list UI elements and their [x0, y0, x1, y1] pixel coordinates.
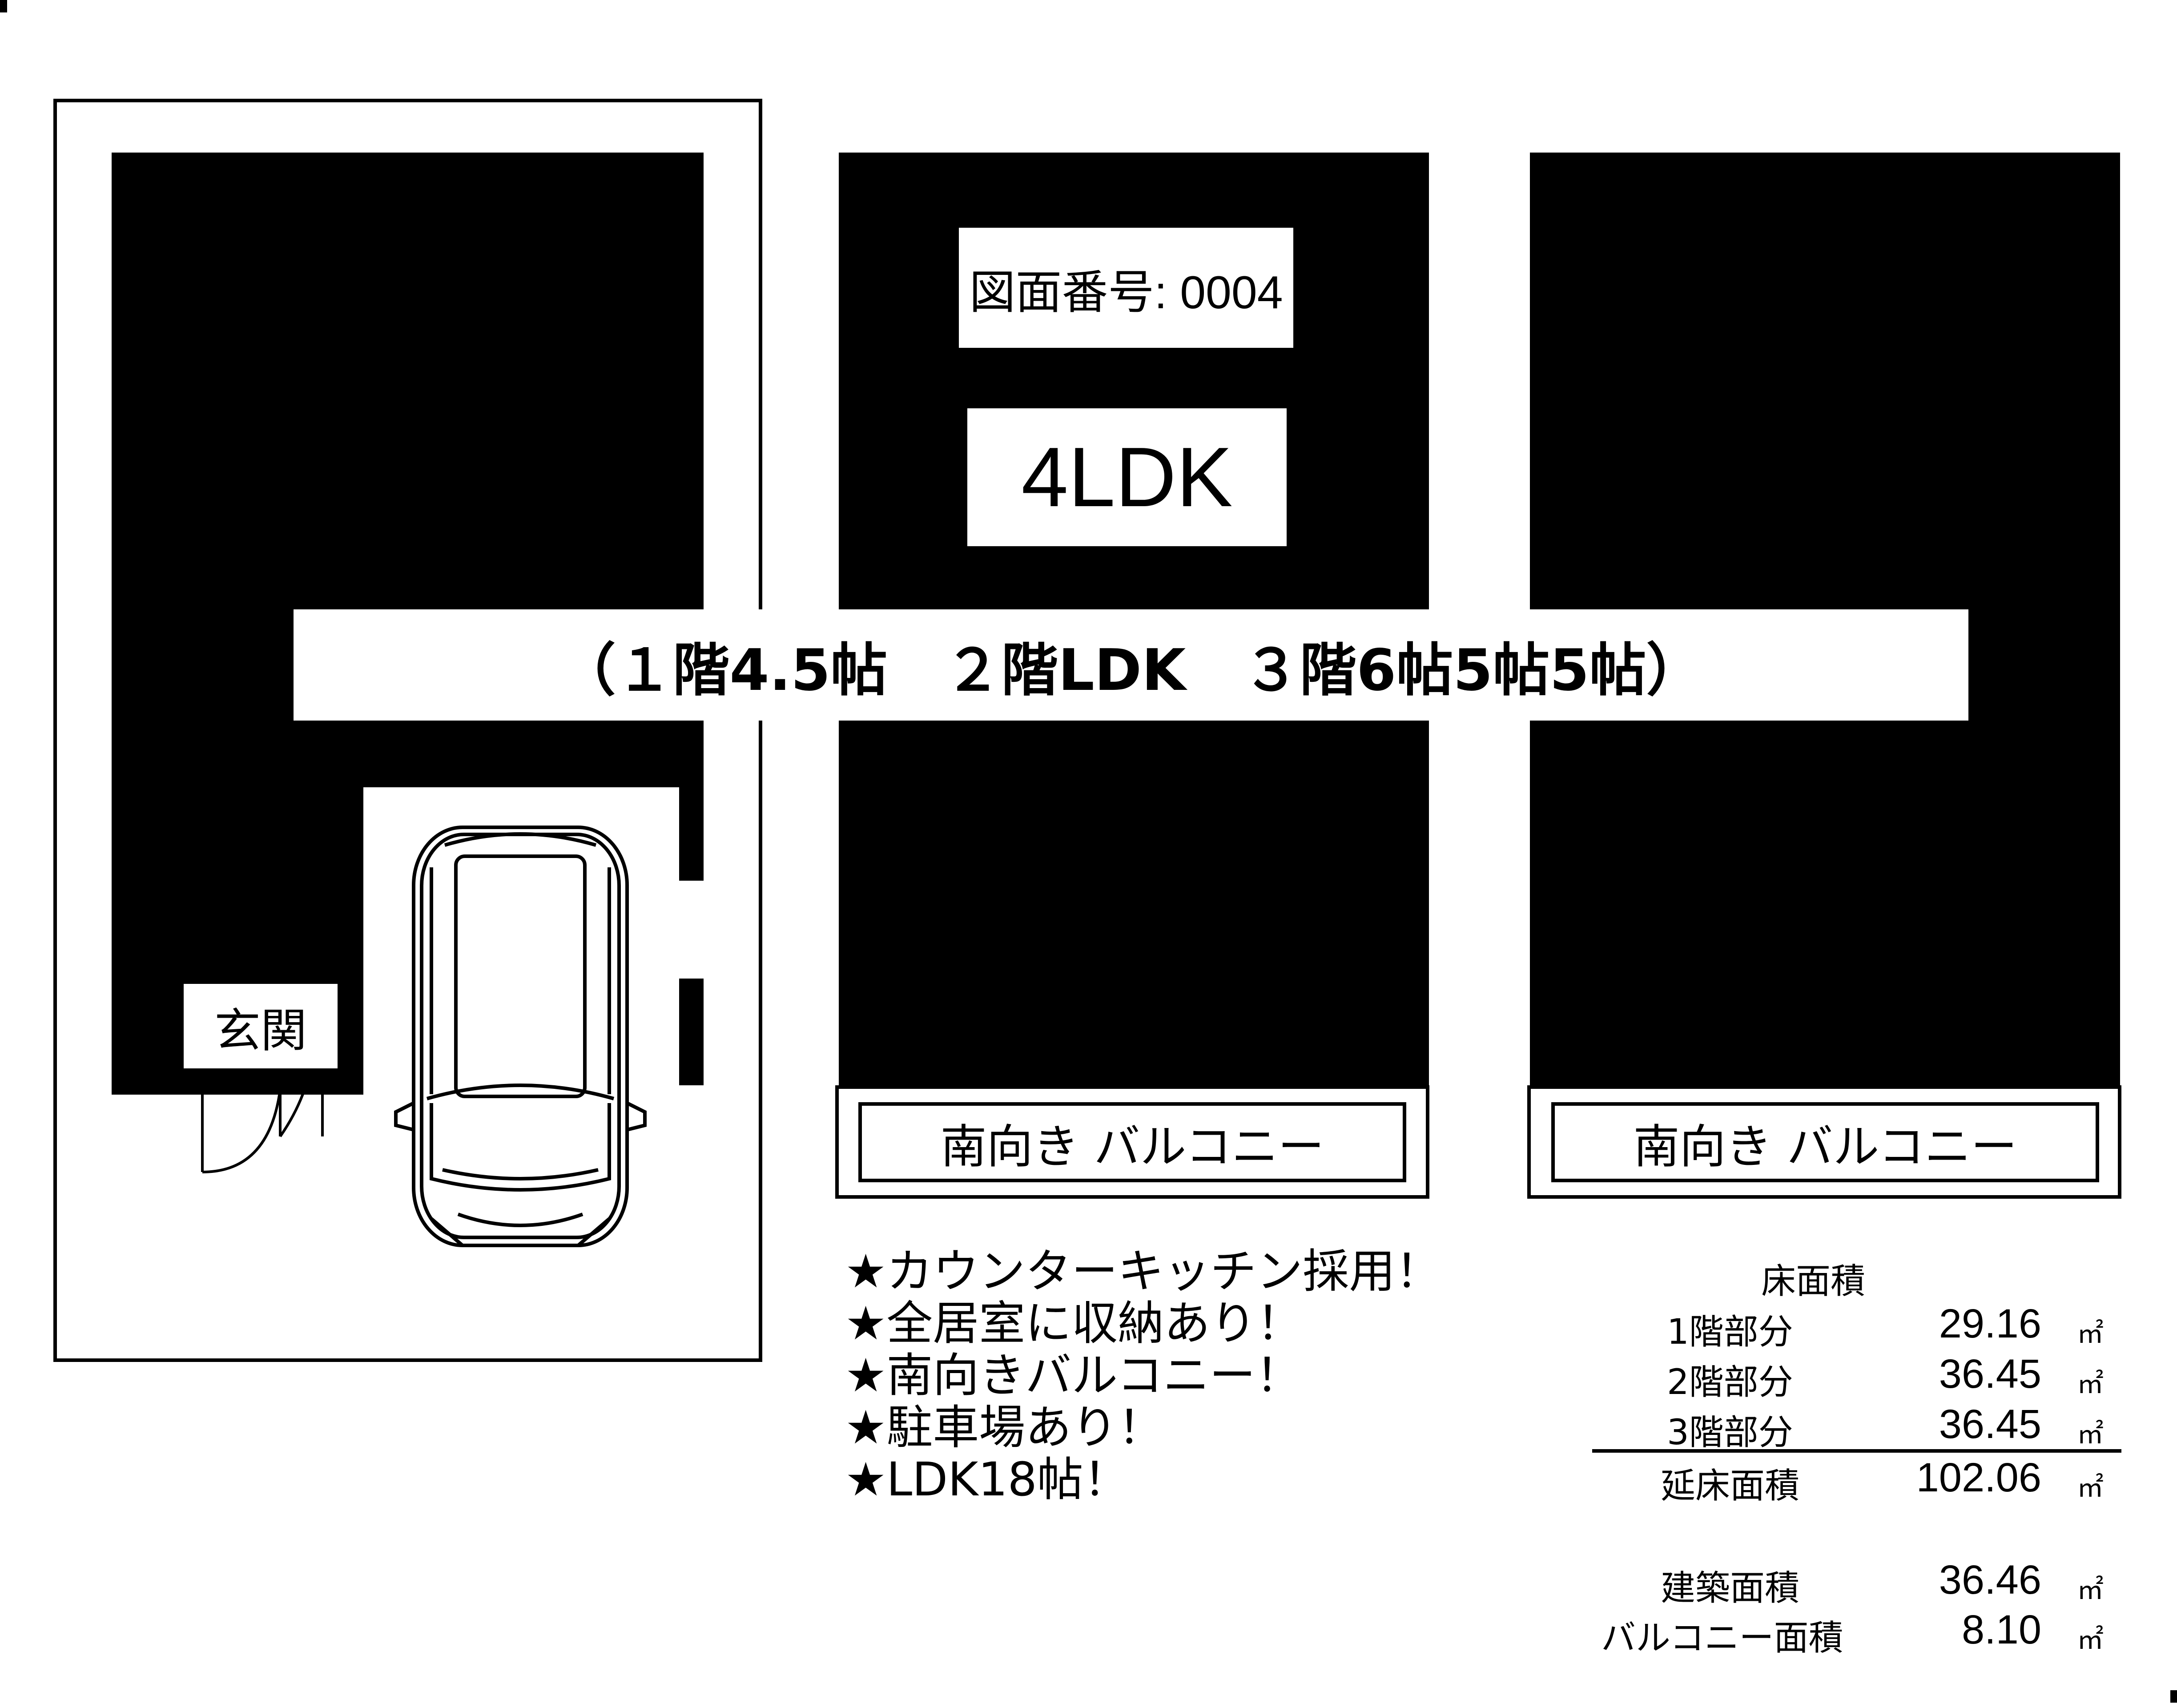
area-unit: ㎡	[2077, 1575, 2104, 1606]
area-value: 102.06	[1916, 1455, 2041, 1500]
feature-item: ★南向きバルコニー！	[845, 1348, 1302, 1402]
entrance-door-icon	[189, 1070, 335, 1173]
area-table: 床面積 1階部分 29.16 ㎡ 2階部分 36.45 ㎡ 3階部分 36.45…	[1592, 1245, 2170, 1672]
floor3-balcony-text: 南向き バルコニー	[1633, 1119, 2017, 1174]
area-value: 29.16	[1939, 1301, 2041, 1346]
drawing-number-box: 図面番号: 0004	[959, 228, 1293, 348]
area-label: 延床面積	[1660, 1466, 1799, 1506]
layout-type-box: 4LDK	[967, 408, 1287, 546]
entrance-label: 玄関	[184, 984, 338, 1068]
area-unit: ㎡	[2077, 1472, 2104, 1503]
feature-item: ★駐車場あり！	[845, 1400, 1164, 1454]
area-value: 36.46	[1939, 1557, 2041, 1603]
area-unit: ㎡	[2077, 1318, 2104, 1349]
area-value: 36.45	[1939, 1402, 2041, 1447]
area-unit: ㎡	[2077, 1369, 2104, 1400]
features-list: ★カウンターキッチン採用！ ★全居室に収納あり！ ★南向きバルコニー！ ★駐車場…	[845, 1245, 1441, 1506]
area-table-title: 床面積	[1761, 1261, 1866, 1301]
area-unit: ㎡	[2077, 1624, 2104, 1656]
area-value: 8.10	[1961, 1607, 2041, 1652]
corner-mark	[2170, 1690, 2177, 1703]
floors-summary-banner: （１階4.5帖 ２階LDK ３階6帖5帖5帖）	[294, 609, 1968, 721]
area-label: 1階部分	[1667, 1312, 1793, 1352]
layout-type: 4LDK	[1021, 430, 1233, 524]
area-label: 3階部分	[1667, 1413, 1793, 1453]
area-label: バルコニー面積	[1601, 1618, 1843, 1658]
drawing-number: 図面番号: 0004	[969, 266, 1283, 318]
corner-mark	[0, 0, 7, 12]
area-total-divider	[1592, 1449, 2121, 1453]
area-unit: ㎡	[2077, 1419, 2104, 1450]
floor1-garage-opening	[679, 1085, 704, 1121]
floor2-balcony-label[interactable]: 南向き バルコニー	[858, 1102, 1406, 1182]
area-label: 建築面積	[1660, 1568, 1799, 1608]
floor1-garage-opening	[679, 881, 704, 979]
car-icon	[394, 826, 647, 1247]
area-label: 2階部分	[1667, 1362, 1793, 1402]
entrance-text: 玄関	[214, 1003, 307, 1058]
feature-item: ★全居室に収納あり！	[845, 1296, 1303, 1350]
floor2-balcony-text: 南向き バルコニー	[940, 1119, 1324, 1174]
floors-summary: （１階4.5帖 ２階LDK ３階6帖5帖5帖）	[559, 637, 1703, 704]
floor3-balcony-label[interactable]: 南向き バルコニー	[1551, 1102, 2099, 1182]
area-value: 36.45	[1939, 1351, 2041, 1397]
feature-item: ★LDK18帖！	[845, 1452, 1130, 1507]
feature-item: ★カウンターキッチン採用！	[845, 1244, 1442, 1298]
